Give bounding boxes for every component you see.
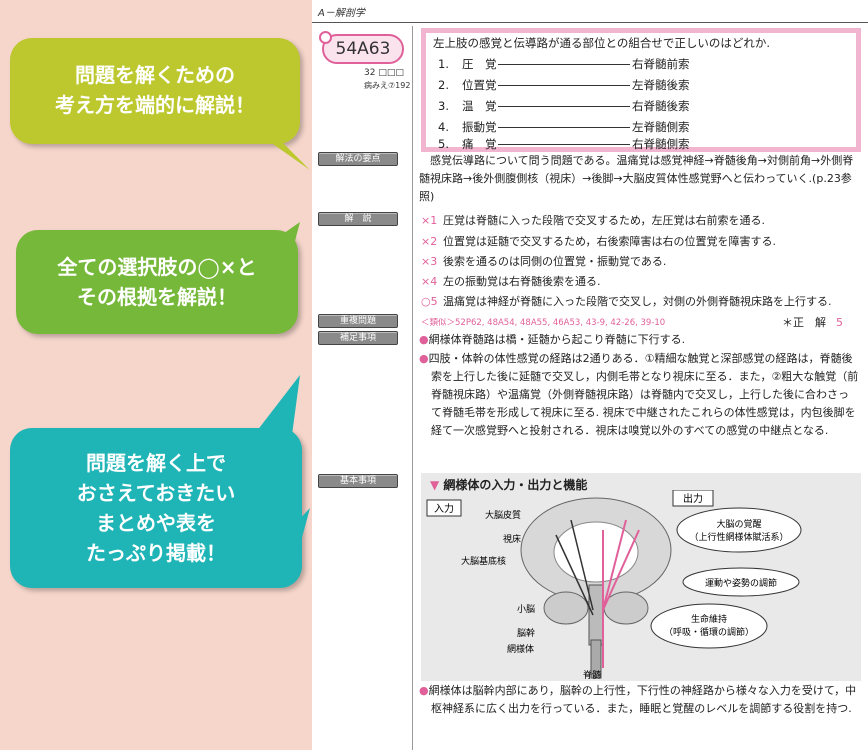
output-arrow-3: [602, 529, 640, 611]
pointer-3b: [270, 508, 310, 550]
label-reticular: 網様体: [507, 643, 534, 655]
spinal-cord-shape: [590, 639, 602, 679]
option-4: 4.振動覚左脊髄側索: [438, 120, 690, 134]
label-brainstem: 脳幹: [517, 627, 535, 639]
option-1: 1.圧 覚右脊髄前索: [438, 57, 690, 71]
input-arrow-2: [555, 534, 594, 616]
label-thalamus: 視床: [503, 533, 521, 545]
svg-text:（呼吸・循環の調節）: （呼吸・循環の調節）: [664, 626, 754, 638]
output-label: 出力: [683, 492, 703, 505]
svg-text:（上行性網様体賦活系）: （上行性網様体賦活系）: [689, 531, 788, 543]
svg-text:運動や姿勢の調節: 運動や姿勢の調節: [705, 577, 777, 589]
page-header: A－解剖学: [312, 0, 868, 23]
pointer-2: [260, 222, 300, 260]
label-key-points: 解法の要点: [318, 152, 398, 166]
label-repeat-questions: 重複問題: [318, 314, 398, 328]
label-basics: 基本事項: [318, 474, 398, 488]
callout-2: 全ての選択肢の◯×とその根拠を解説！: [16, 230, 298, 334]
vital-bubble: [650, 603, 768, 649]
label-supplement: 補足事項: [318, 331, 398, 345]
motor-bubble: [682, 567, 800, 597]
input-box: [426, 499, 462, 517]
arousal-bubble: [676, 507, 802, 553]
badge-dot-icon: [319, 31, 332, 44]
label-explanation: 解 説: [318, 212, 398, 226]
gutter-divider: [412, 26, 413, 750]
label-cerebellum: 小脳: [517, 603, 535, 615]
option-3: 3.温 覚右脊髄後索: [438, 99, 690, 113]
input-arrow-1: [570, 519, 594, 611]
svg-text:大脳の覚醒: 大脳の覚醒: [716, 518, 761, 530]
callout-3: 問題を解く上でおさえておきたい まとめや表をたっぷり掲載！: [10, 428, 302, 588]
key-points-text: 感覚伝導路について問う問題である。温痛覚は感覚神経→脊髄後角→対側前角→外側脊髄…: [419, 154, 854, 203]
supplement-1: ●網様体脊髄路は橋・延髄から起こり脊髄に下行する.: [419, 333, 686, 346]
output-arrow-2: [602, 519, 627, 611]
question-stem: 左上肢の感覚と伝導路が通る部位との組合せで正しいのはどれか.: [433, 36, 771, 50]
callout-1: 問題を解くための考え方を端的に解説！: [10, 38, 300, 144]
option-5: 5.痛 覚右脊髄側索: [438, 137, 690, 151]
similar-questions: ＜類似＞52P62, 48A54, 48A55, 46A53, 43-9, 42…: [421, 318, 666, 328]
question-meta: 32 □□□: [364, 68, 404, 78]
supplement-2: ●四肢・体幹の体性感覚の経路は2通りある．①精細な触覚と深部感覚の経路は，脊髄後…: [419, 352, 859, 437]
label-cortex: 大脳皮質: [485, 509, 521, 521]
output-box: [672, 490, 714, 507]
question-reference: 病みえ⑦192: [364, 81, 411, 90]
question-box: [421, 28, 861, 152]
reticular-formation-diagram: 入力 出力 大脳皮質 視床 大脳基底核 小脳 脳幹 網様体 脊髄 大脳の覚醒 （…: [426, 490, 802, 681]
question-id-badge: 54A63: [319, 31, 404, 64]
input-label: 入力: [434, 502, 454, 515]
diagram-title: ▼ 網様体の入力・出力と機能: [430, 478, 588, 492]
label-basal-ganglia: 大脳基底核: [461, 555, 506, 567]
label-spinal-cord: 脊髄: [583, 669, 601, 681]
cerebellum-left: [543, 591, 589, 625]
pointer-1: [250, 128, 310, 170]
svg-text:生命維持: 生命維持: [691, 613, 727, 625]
option-2: 2.位置覚左脊髄後索: [438, 78, 690, 92]
pointer-3a: [250, 375, 300, 450]
question-id: 54A63: [335, 39, 391, 59]
basic-text: ●網様体は脳幹内部にあり，脳幹の上行性，下行性の神経路から様々な入力を受けて，中…: [419, 684, 857, 715]
section-title: A－解剖学: [318, 8, 365, 19]
